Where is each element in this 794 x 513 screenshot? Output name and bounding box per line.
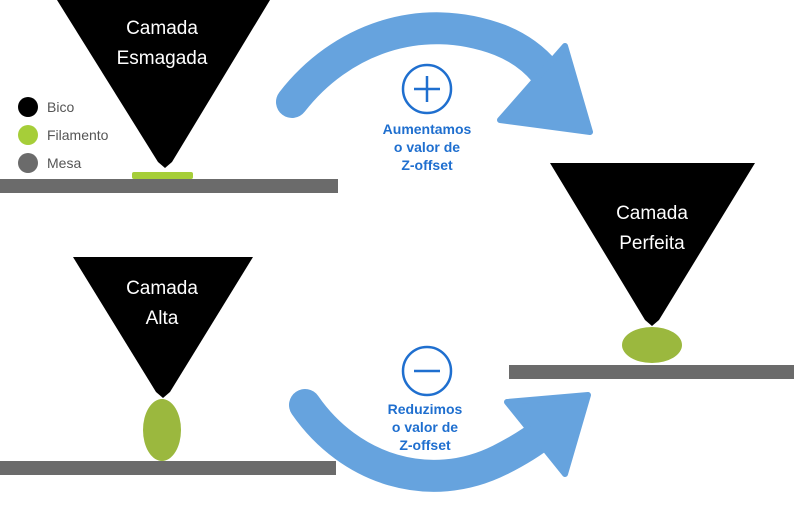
label-perfect-line2: Perfeita [619, 233, 685, 254]
action-increase-line2: o valor de [393, 139, 461, 155]
legend-item-filamento: Filamento [18, 121, 108, 149]
label-squashed-line1: Camada [126, 18, 198, 39]
nozzle-swatch-icon [18, 97, 38, 117]
action-increase-label: Aumentamos o valor de Z-offset [367, 120, 487, 174]
action-decrease-line2: o valor de [391, 419, 459, 435]
action-decrease-line3: Z-offset [399, 437, 451, 453]
label-perfect-line1: Camada [616, 203, 688, 224]
nozzle-perfect [550, 163, 755, 326]
label-perfect: Camada Perfeita [592, 199, 712, 259]
label-squashed-line2: Esmagada [116, 48, 208, 69]
plus-circle-icon [401, 63, 453, 115]
filament-squashed [132, 172, 193, 179]
arrow-increase [276, 12, 561, 118]
legend-item-bico: Bico [18, 93, 108, 121]
filament-high [143, 399, 181, 461]
arrowhead-decrease [504, 392, 591, 477]
bed-right [509, 365, 794, 379]
action-increase-line1: Aumentamos [382, 121, 472, 137]
minus-circle-icon [401, 345, 453, 397]
action-increase-line3: Z-offset [401, 157, 453, 173]
arrowhead-increase [497, 43, 593, 135]
filament-swatch-icon [18, 125, 38, 145]
arrow-decrease [289, 389, 561, 492]
label-high-line1: Camada [126, 278, 198, 299]
legend-label: Mesa [47, 155, 82, 171]
legend-label: Filamento [47, 127, 109, 143]
nozzle-high [73, 257, 253, 398]
bed-top-left [0, 179, 338, 193]
nozzle-squashed [57, 0, 270, 168]
action-decrease-label: Reduzimos o valor de Z-offset [365, 400, 485, 454]
bed-swatch-icon [18, 153, 38, 173]
legend-item-mesa: Mesa [18, 149, 108, 177]
filament-perfect [622, 327, 682, 363]
label-high-line2: Alta [145, 308, 179, 329]
legend-label: Bico [47, 99, 75, 115]
action-decrease-line1: Reduzimos [387, 401, 463, 417]
label-high: Camada Alta [102, 274, 222, 334]
legend: Bico Filamento Mesa [18, 93, 108, 177]
bed-bottom-left [0, 461, 336, 475]
label-squashed: Camada Esmagada [102, 14, 222, 74]
